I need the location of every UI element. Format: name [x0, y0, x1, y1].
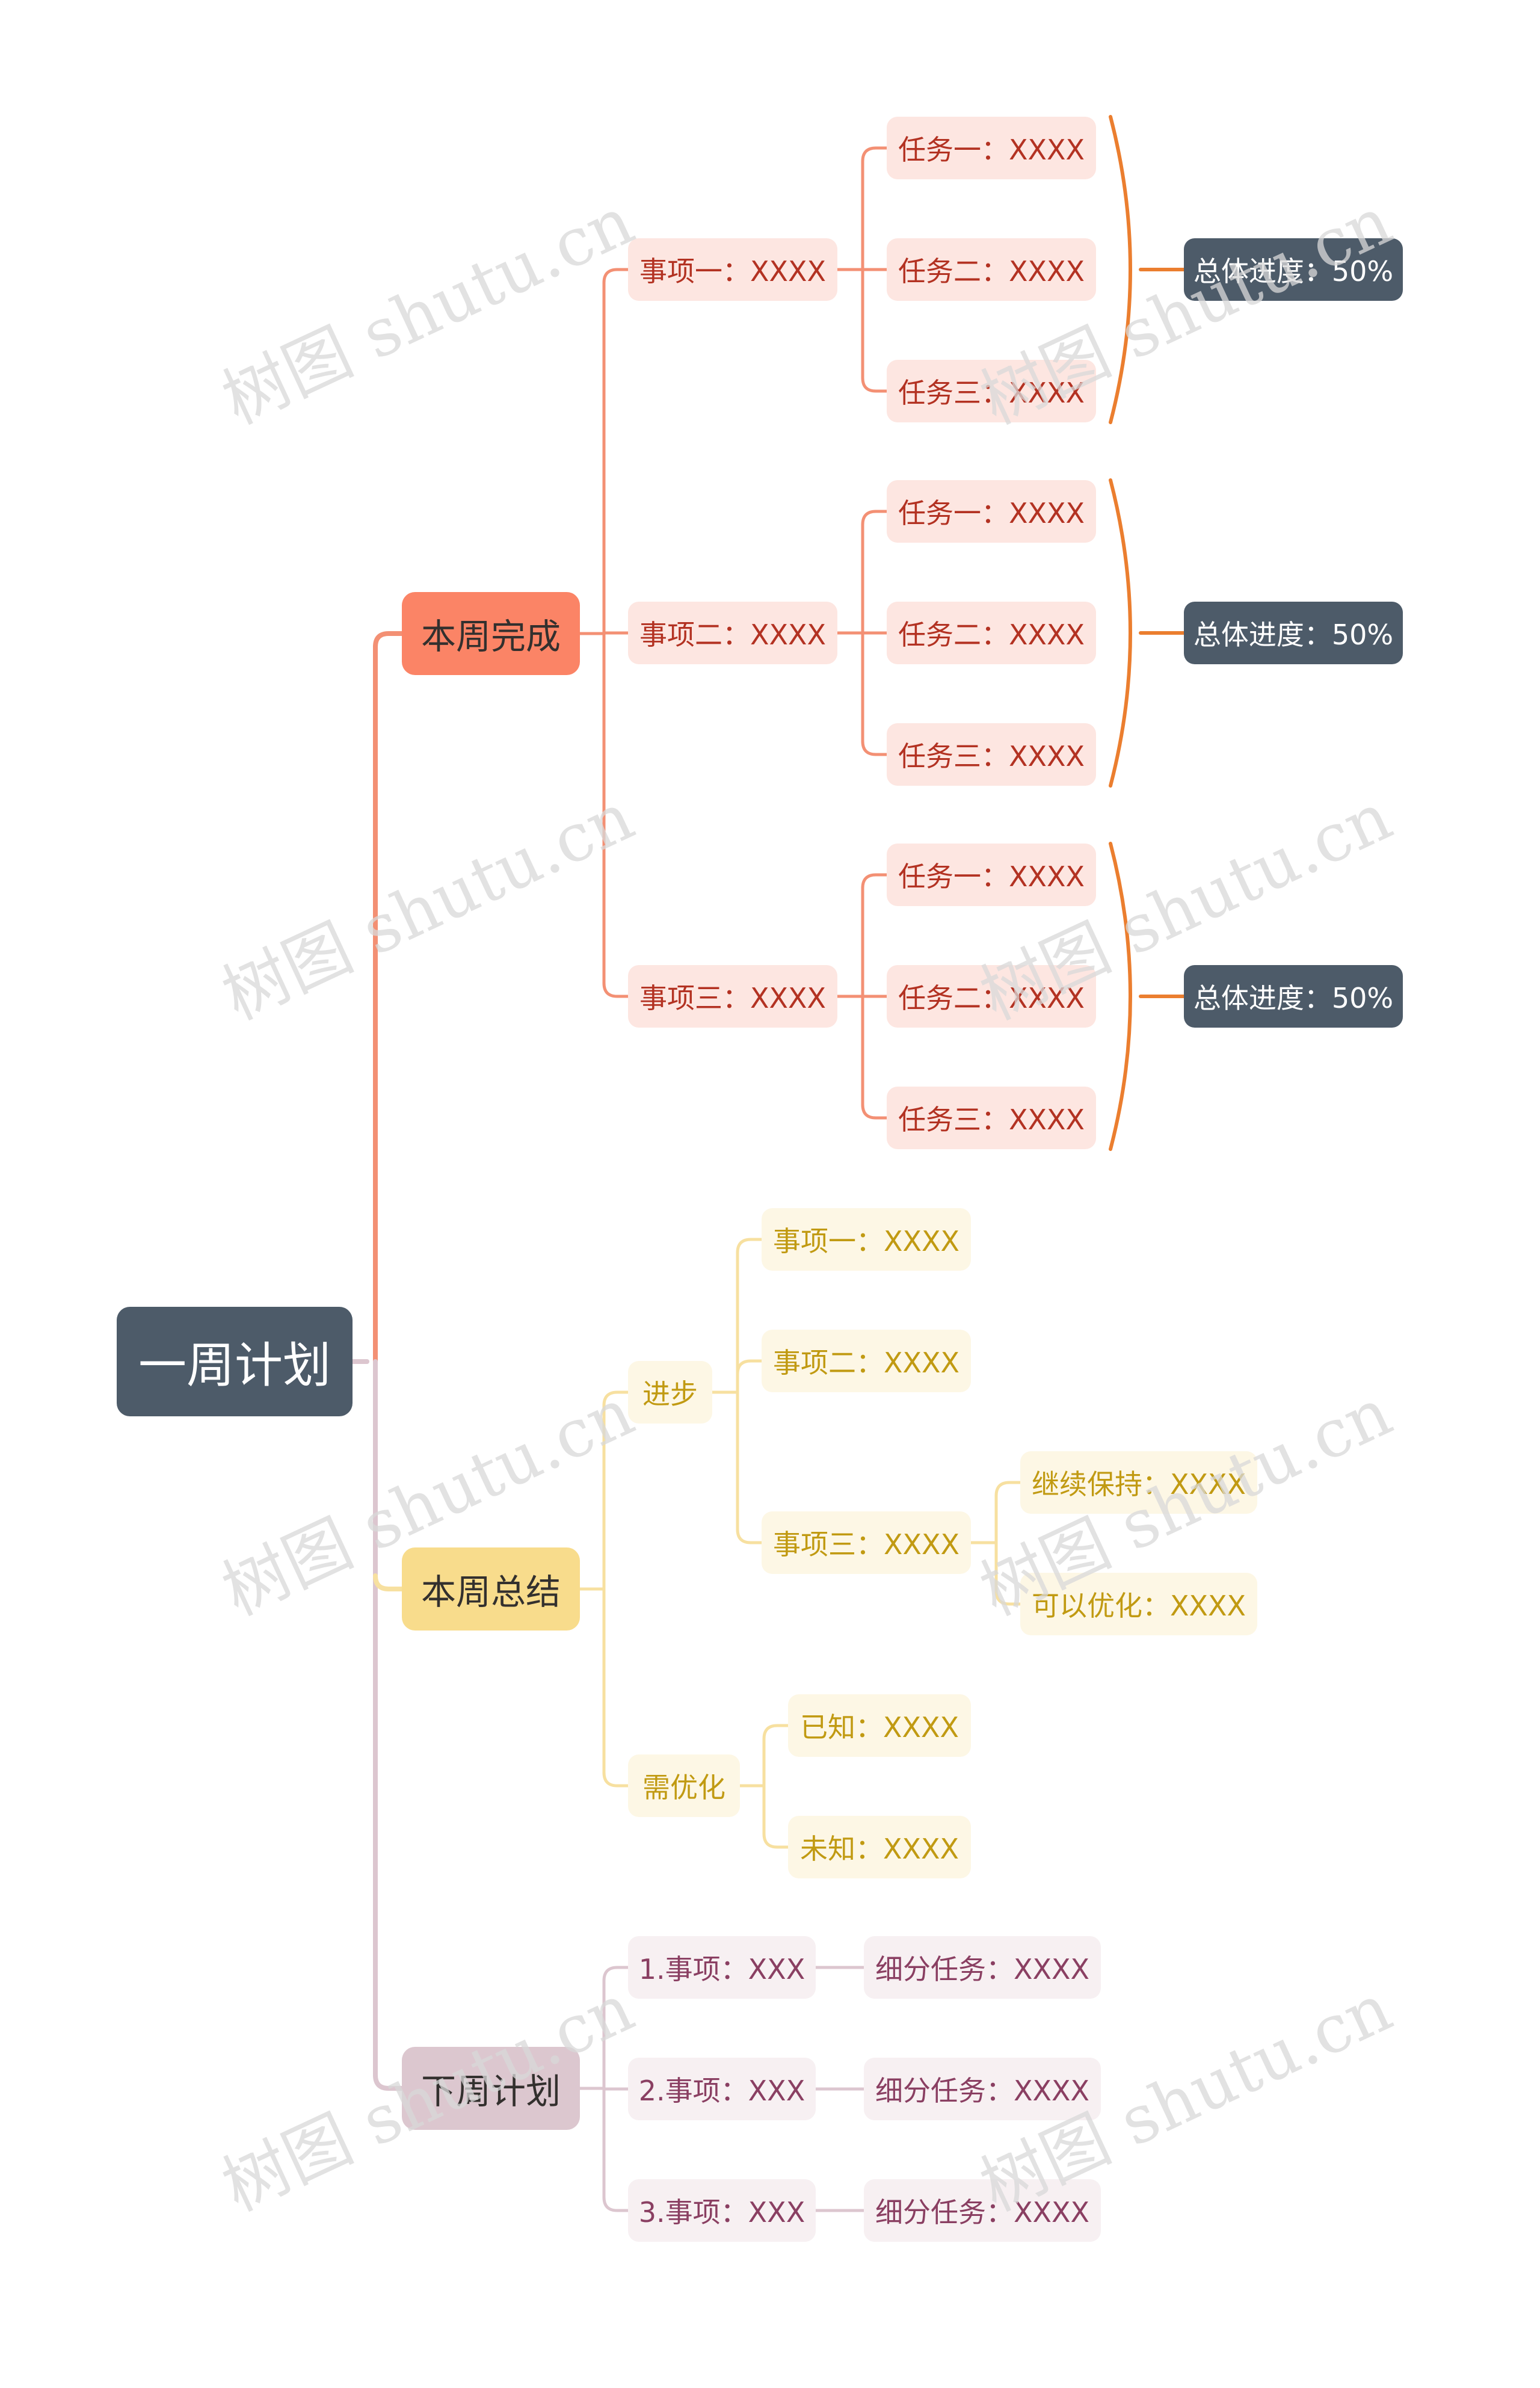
- task-item[interactable]: 任务三：XXXX: [887, 723, 1096, 786]
- task-item[interactable]: 任务一：XXXX: [887, 480, 1096, 543]
- task-item[interactable]: 任务一：XXXX: [887, 844, 1096, 906]
- done-item[interactable]: 事项一：XXXX: [628, 238, 837, 301]
- connector: [861, 146, 889, 163]
- progress-item[interactable]: 事项一：XXXX: [762, 1208, 971, 1271]
- progress-node[interactable]: 进步: [628, 1361, 712, 1424]
- next-subtask[interactable]: 细分任务：XXXX: [864, 2058, 1101, 2120]
- connector: [373, 2073, 404, 2091]
- connector: [373, 631, 404, 649]
- connector: [861, 376, 889, 393]
- connector: [602, 2195, 630, 2212]
- connector: [1109, 478, 1132, 788]
- connector: [861, 739, 889, 756]
- progress-subitem[interactable]: 继续保持：XXXX: [1020, 1451, 1257, 1514]
- task-item[interactable]: 任务三：XXXX: [887, 1087, 1096, 1149]
- improve-item[interactable]: 已知：XXXX: [788, 1694, 971, 1757]
- connector: [994, 1589, 1022, 1606]
- task-item[interactable]: 任务三：XXXX: [887, 360, 1096, 422]
- connector: [602, 268, 630, 285]
- connector: [861, 873, 889, 890]
- progress-summary[interactable]: 总体进度：50%: [1184, 238, 1403, 301]
- connector: [762, 1832, 790, 1849]
- connector: [861, 510, 889, 526]
- next-item[interactable]: 2.事项：XXX: [628, 2058, 816, 2120]
- connector: [602, 981, 630, 998]
- connector: [1109, 115, 1132, 424]
- done-item[interactable]: 事项三：XXXX: [628, 965, 837, 1028]
- improve-node[interactable]: 需优化: [628, 1754, 740, 1817]
- progress-summary[interactable]: 总体进度：50%: [1184, 965, 1403, 1028]
- branch-this-week-summary[interactable]: 本周总结: [402, 1547, 580, 1631]
- connector: [762, 1724, 790, 1741]
- connector: [736, 1528, 763, 1544]
- connector: [994, 1481, 1022, 1498]
- task-item[interactable]: 任务一：XXXX: [887, 117, 1096, 179]
- next-subtask[interactable]: 细分任务：XXXX: [864, 1936, 1101, 1999]
- root-label: 一周计划: [138, 1337, 331, 1393]
- branch-this-week-done[interactable]: 本周完成: [402, 592, 580, 675]
- branch-next-week-plan[interactable]: 下周计划: [402, 2047, 580, 2130]
- task-item[interactable]: 任务二：XXXX: [887, 238, 1096, 301]
- root-node[interactable]: 一周计划: [117, 1307, 353, 1416]
- improve-item[interactable]: 未知：XXXX: [788, 1816, 971, 1878]
- task-item[interactable]: 任务二：XXXX: [887, 602, 1096, 664]
- connector: [861, 1103, 889, 1120]
- progress-item[interactable]: 事项二：XXXX: [762, 1330, 971, 1392]
- progress-summary[interactable]: 总体进度：50%: [1184, 602, 1403, 664]
- progress-subitem[interactable]: 可以优化：XXXX: [1020, 1573, 1257, 1635]
- connector: [736, 1238, 763, 1254]
- connector: [373, 1573, 404, 1591]
- connector: [602, 1966, 630, 1982]
- connector: [602, 1771, 630, 1788]
- next-item[interactable]: 3.事项：XXX: [628, 2179, 816, 2242]
- done-item[interactable]: 事项二：XXXX: [628, 602, 837, 664]
- next-subtask[interactable]: 细分任务：XXXX: [864, 2179, 1101, 2242]
- next-item[interactable]: 1.事项：XXX: [628, 1936, 816, 1999]
- task-item[interactable]: 任务二：XXXX: [887, 965, 1096, 1028]
- connector: [602, 1390, 630, 1407]
- connector: [736, 1359, 763, 1376]
- progress-item[interactable]: 事项三：XXXX: [762, 1511, 971, 1574]
- connector: [1109, 842, 1132, 1151]
